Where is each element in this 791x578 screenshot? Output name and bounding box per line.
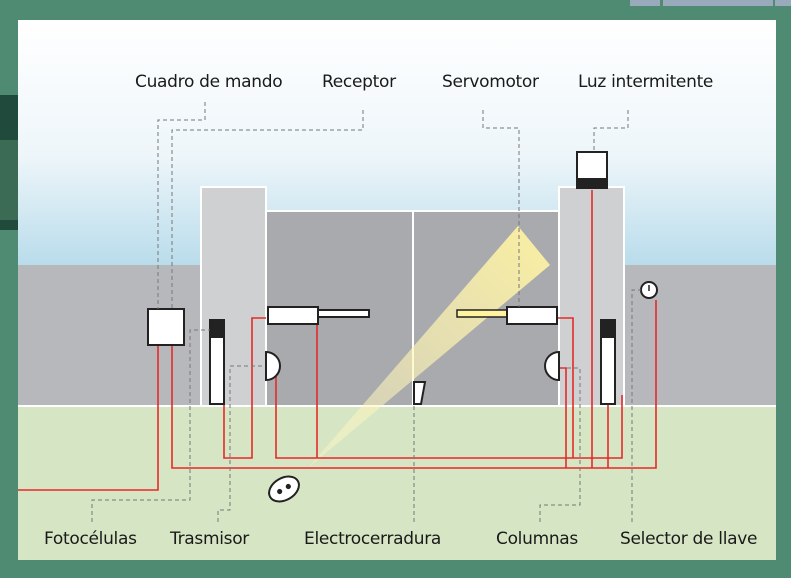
label-servomotor: Servomotor <box>442 72 539 92</box>
photocell-left <box>265 350 281 382</box>
label-electric-lock: Electrocerradura <box>304 529 442 549</box>
servomotor-left <box>267 306 319 325</box>
ground <box>18 406 776 560</box>
control-box <box>147 308 185 346</box>
servomotor-right <box>506 306 558 325</box>
label-transmitter: Trasmisor <box>170 529 249 549</box>
label-photocells: Fotocélulas <box>44 529 137 549</box>
servomotor-right-arm <box>456 309 508 318</box>
electric-lock <box>413 381 427 405</box>
transmitter-beam <box>308 226 550 468</box>
corner-artifact <box>663 0 773 6</box>
label-control-box: Cuadro de mando <box>135 72 283 92</box>
label-key-selector: Selector de llave <box>620 529 758 549</box>
side-artifact <box>0 140 18 220</box>
corner-artifact <box>775 0 791 6</box>
corner-artifact <box>630 0 660 6</box>
label-columns: Columnas <box>496 529 578 549</box>
leader-lines <box>91 102 641 522</box>
photocell-right <box>544 350 560 382</box>
transmitter <box>268 475 300 503</box>
label-receiver: Receptor <box>322 72 396 92</box>
label-flashing-light: Luz intermitente <box>578 72 714 92</box>
